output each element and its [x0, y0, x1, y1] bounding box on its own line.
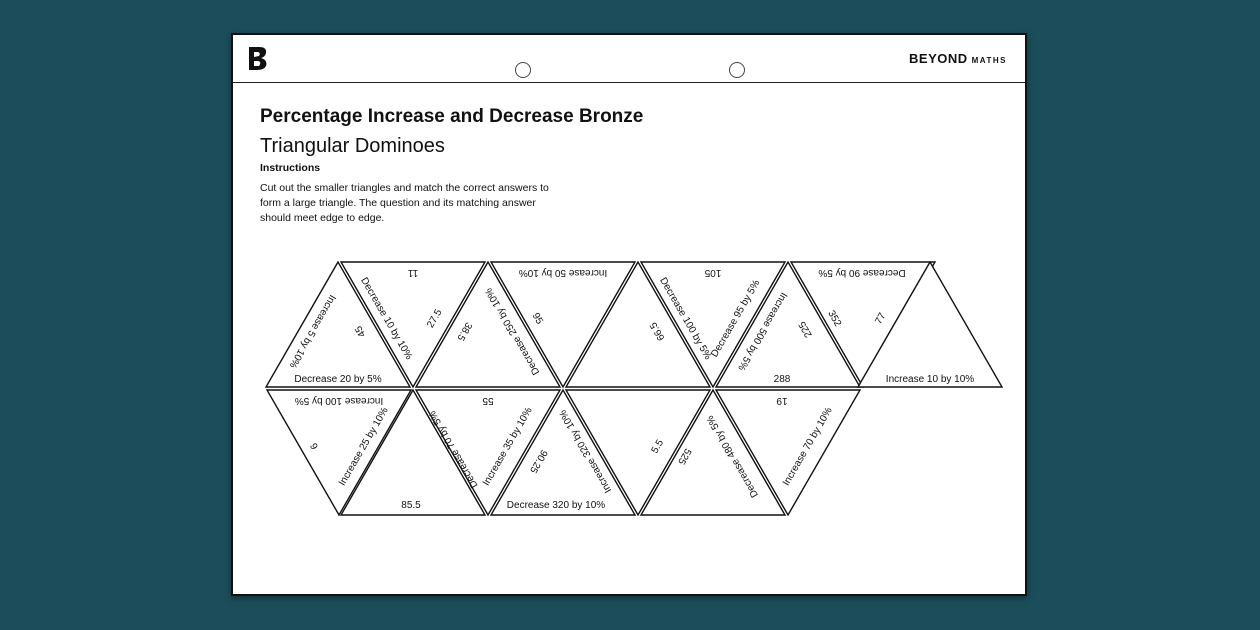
domino-label: 288: [774, 374, 791, 385]
domino-triangle: [414, 260, 562, 388]
domino-triangle: [564, 389, 712, 517]
domino-label: 45: [353, 323, 368, 339]
domino-label: Increase 100 by 5%: [295, 395, 383, 406]
domino-triangle: [714, 389, 862, 517]
beyond-logo-icon: [249, 47, 267, 70]
instructions-text: Cut out the smaller triangles and match …: [260, 182, 549, 224]
domino-triangle: [339, 388, 487, 516]
domino-triangle: [264, 260, 412, 388]
domino-triangle: [564, 260, 712, 388]
domino-label: Decrease 90 by 5%: [818, 267, 905, 278]
domino-triangle: [489, 261, 637, 389]
domino-label: 55: [482, 395, 494, 406]
page-title: Percentage Increase and Decrease Bronze: [260, 106, 644, 127]
domino-triangle: [414, 389, 562, 517]
domino-triangle: [339, 261, 487, 389]
domino-outlines: [264, 260, 1004, 517]
domino-triangle: [639, 261, 787, 389]
domino-triangle: [714, 260, 862, 388]
domino-label: 9: [307, 442, 320, 453]
domino-triangle: [639, 388, 787, 516]
punch-hole-left: [515, 62, 531, 78]
domino-label: Increase 10 by 10%: [886, 374, 974, 385]
domino-label: 77: [873, 311, 888, 327]
domino-label: 95: [530, 311, 545, 327]
domino-label: 19: [776, 395, 788, 406]
domino-label: Decrease 20 by 5%: [294, 374, 381, 385]
domino-triangle: [856, 260, 1004, 388]
domino-label: 11: [407, 267, 418, 278]
domino-label: Increase 50 by 10%: [519, 267, 607, 278]
instructions-heading: Instructions: [260, 162, 321, 174]
domino-label: Decrease 320 by 10%: [507, 500, 606, 511]
domino-triangle: [489, 388, 637, 516]
punch-hole-right: [729, 62, 745, 78]
page-subtitle: Triangular Dominoes: [260, 135, 445, 157]
domino-label: 105: [704, 267, 721, 278]
domino-label: 85.5: [401, 500, 421, 511]
domino-triangle: [265, 389, 413, 517]
